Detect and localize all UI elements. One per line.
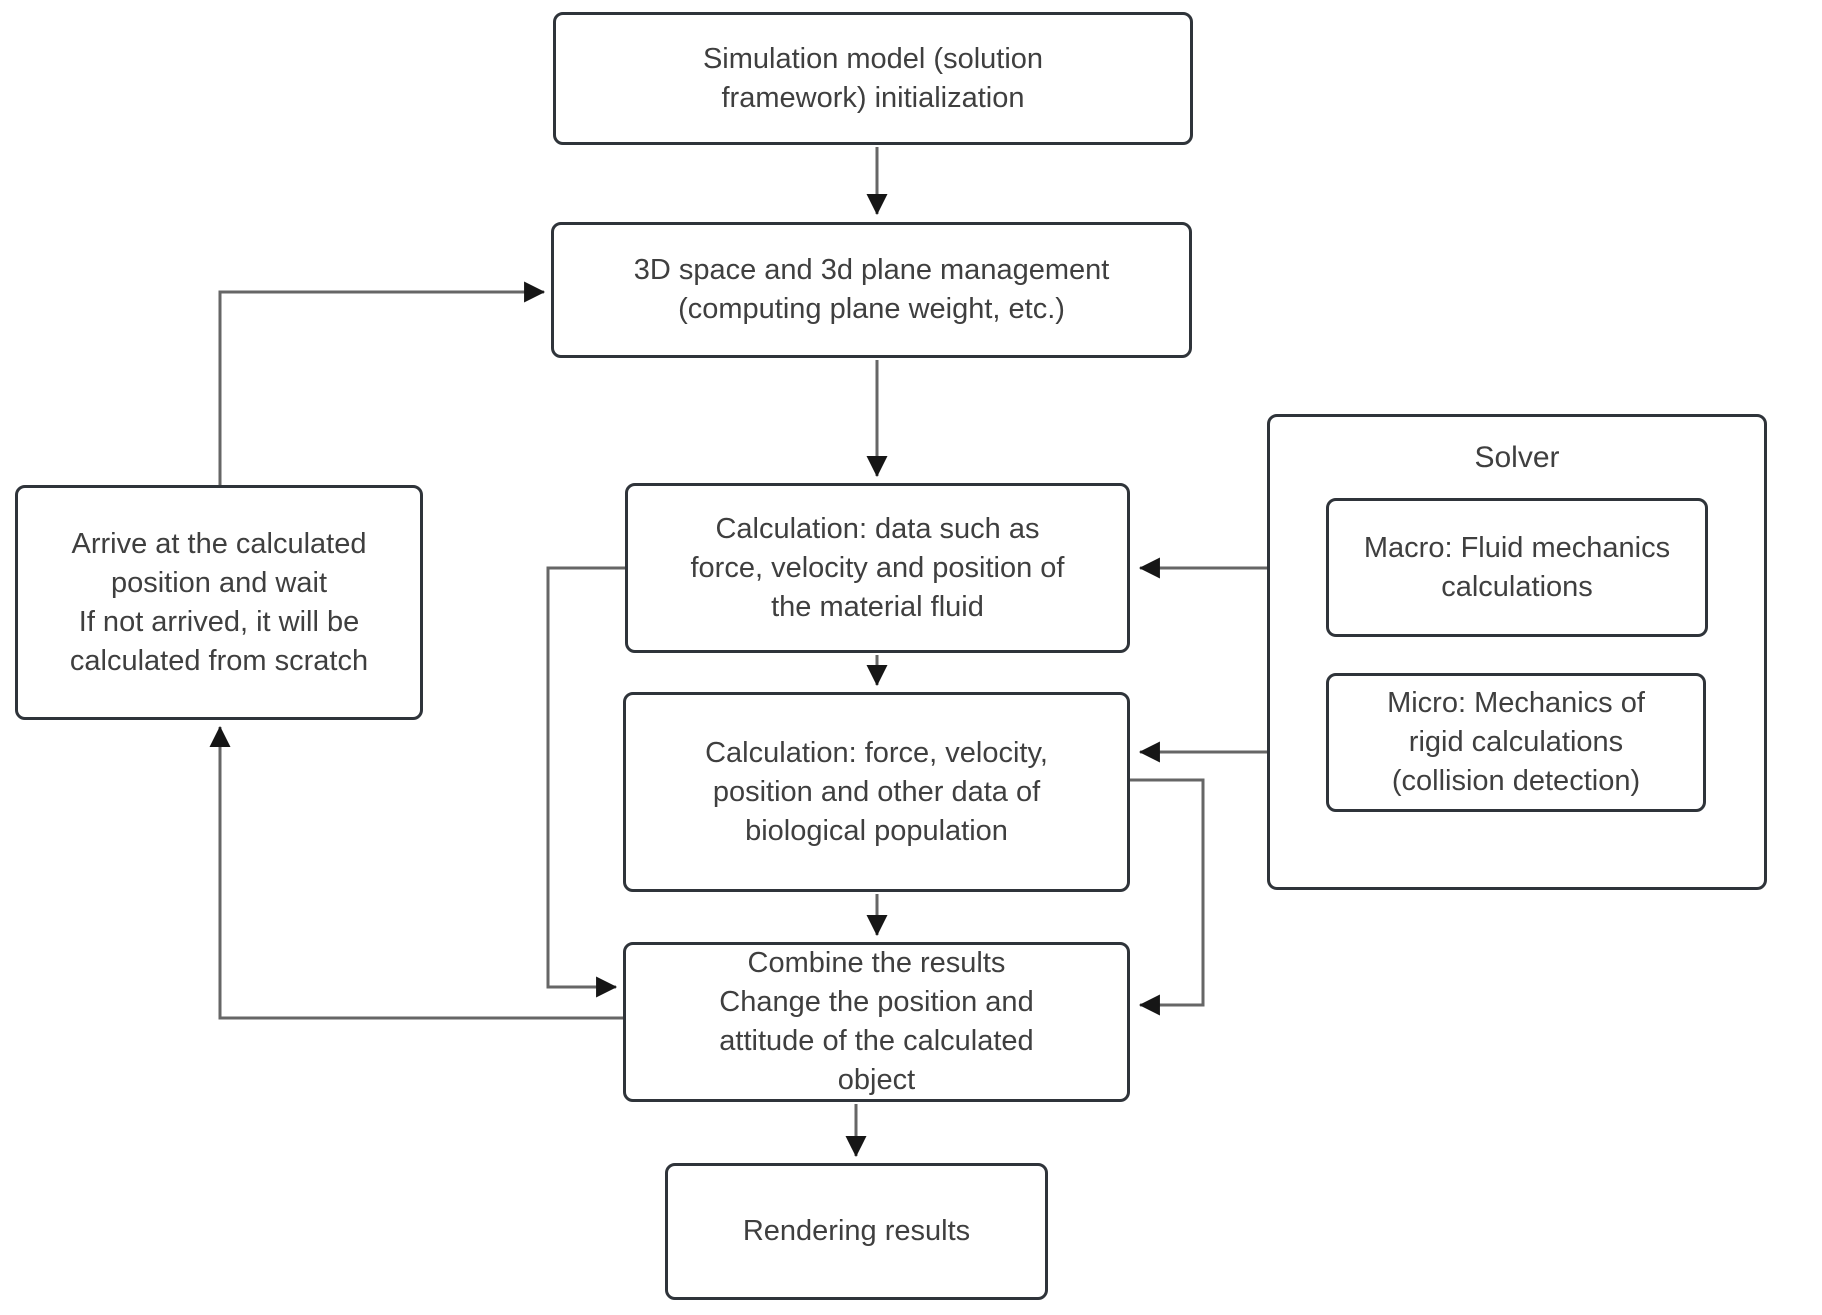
node-rendering-results-label: Rendering results	[742, 1215, 971, 1247]
group-solver-title: Solver	[1474, 441, 1560, 474]
node-solver-micro: Micro: Mechanics of rigid calculations (…	[1326, 673, 1706, 812]
node-rendering-results: Rendering results	[665, 1163, 1048, 1300]
node-calculation-biological: Calculation: force, velocity, position a…	[623, 692, 1130, 892]
node-space-management: 3D space and 3d plane management (comput…	[551, 222, 1192, 358]
node-calculation-fluid: Calculation: data such as force, velocit…	[625, 483, 1130, 653]
node-space-management-label: 3D space and 3d plane management (comput…	[633, 254, 1110, 325]
node-combine-results-label: Combine the results Change the position …	[719, 947, 1034, 1096]
node-arrive-wait: Arrive at the calculated position and wa…	[15, 485, 423, 720]
arrow-calc-bio-to-combine-right	[1130, 778, 1205, 1016]
node-solver-macro: Macro: Fluid mechanics calculations	[1326, 498, 1708, 637]
arrow-calc-fluid-to-combine	[546, 566, 625, 998]
group-solver: Solver	[1267, 414, 1767, 890]
node-calculation-biological-label: Calculation: force, velocity, position a…	[705, 736, 1048, 847]
node-arrive-wait-label: Arrive at the calculated position and wa…	[69, 527, 369, 677]
node-combine-results: Combine the results Change the position …	[623, 942, 1130, 1102]
arrow-combine-to-arrive	[209, 725, 623, 1020]
node-solver-micro-label: Micro: Mechanics of rigid calculations (…	[1387, 687, 1645, 797]
node-simulation-init-label: Simulation model (solution framework) in…	[702, 42, 1044, 114]
node-solver-macro-label: Macro: Fluid mechanics calculations	[1363, 531, 1671, 603]
arrow-arrive-to-space	[218, 281, 546, 485]
node-simulation-init: Simulation model (solution framework) in…	[553, 12, 1193, 145]
node-calculation-fluid-label: Calculation: data such as force, velocit…	[690, 512, 1065, 623]
